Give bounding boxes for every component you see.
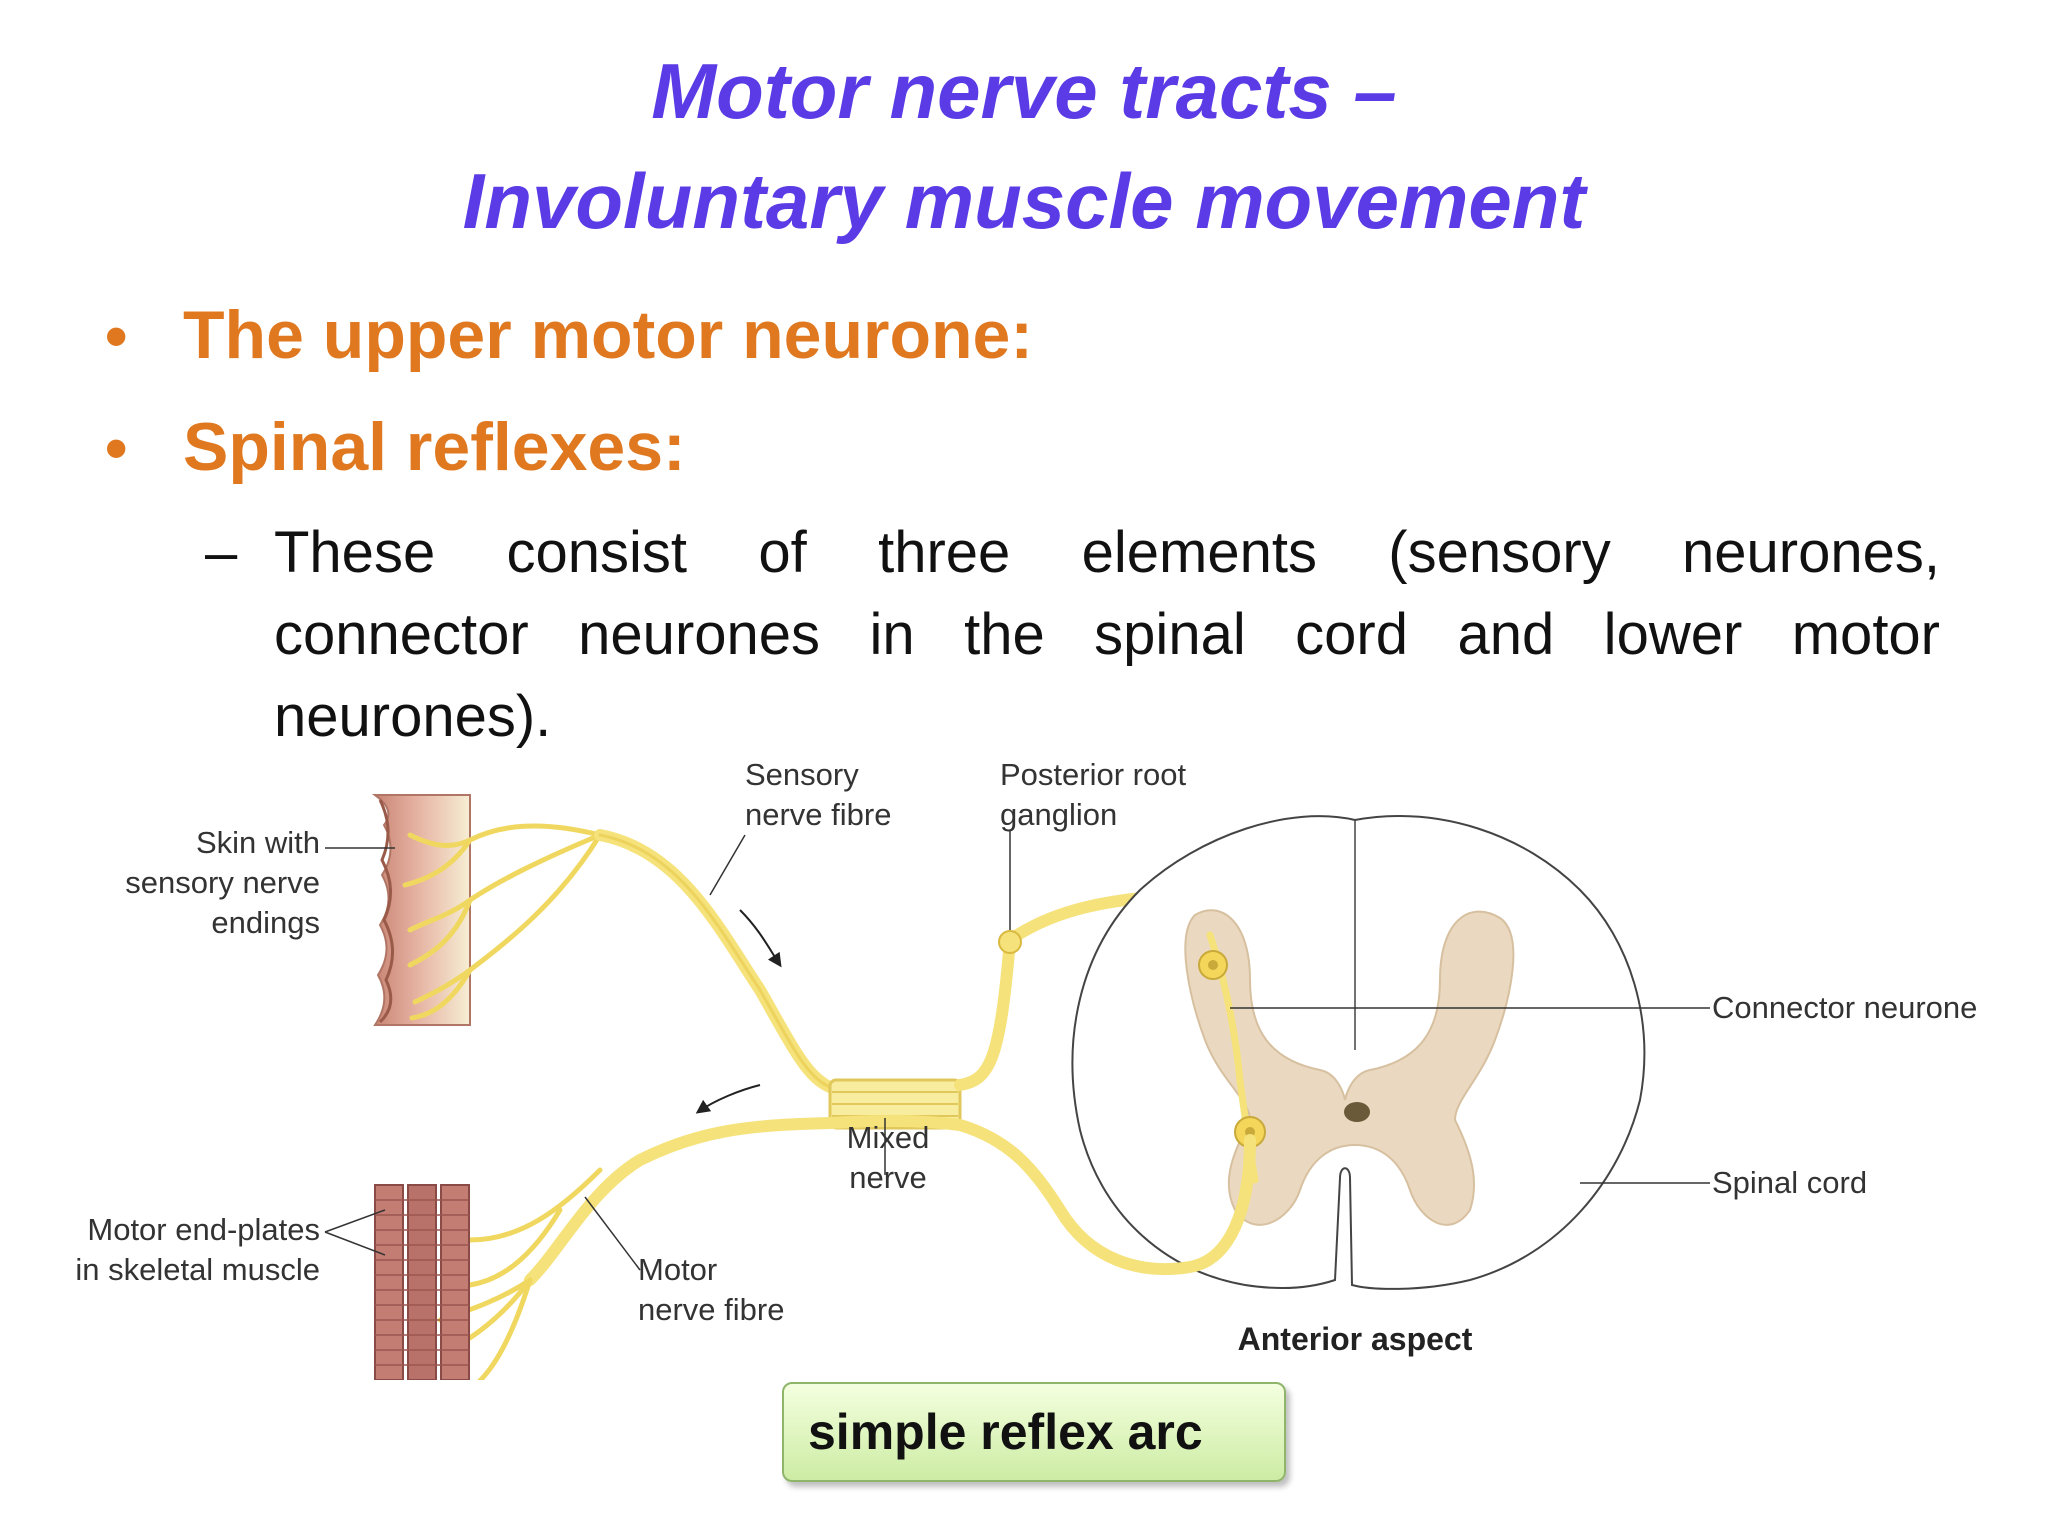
bullet-text: Spinal reflexes: [183,409,686,485]
sensory-nerve-endings [402,823,603,1021]
label-skin-line2: sensory nerve [125,865,320,900]
sub-bullet-marker: – [205,520,238,585]
caption-text: simple reflex arc [808,1404,1203,1460]
bullet-text: The upper motor neurone: [183,297,1033,373]
motor-nerve-fibre [524,1114,1256,1286]
label-sensory-fibre-line2: nerve fibre [745,797,891,832]
sensory-direction-arrow [739,909,782,968]
sub-bullet-text: These consist of three elements (sensory… [274,520,1940,749]
label-motor-endplates-line2: in skeletal muscle [75,1252,320,1287]
label-skin-line3: endings [211,905,320,940]
slide-title-line1: Motor nerve tracts – [651,47,1397,135]
spinal-cord-section [1071,815,1646,1290]
caption-box: simple reflex arc [782,1382,1286,1482]
skin-tissue [371,794,471,1026]
label-spinal-cord: Spinal cord [1712,1165,1867,1200]
label-anterior-aspect: Anterior aspect [1238,1321,1473,1357]
bullet-marker: • [105,412,128,484]
label-posterior-root-line1: Posterior root [1000,757,1186,792]
motor-direction-arrow [695,1084,761,1114]
leader-lines [324,830,1710,1271]
central-canal [1344,1102,1370,1122]
label-mixed-nerve-line2: nerve [849,1160,927,1195]
bullet-spinal-reflexes: • Spinal reflexes: [105,402,686,493]
label-connector-neurone: Connector neurone [1712,990,1977,1025]
motor-endplate-branches [437,1167,603,1380]
label-mixed-nerve-line1: Mixed [847,1120,930,1155]
label-motor-endplates-line1: Motor end-plates [87,1212,320,1247]
label-skin-line1: Skin with [196,825,320,860]
label-motor-fibre-line2: nerve fibre [638,1292,784,1327]
label-sensory-fibre-line1: Sensory [745,757,859,792]
reflex-arc-diagram: Skin with sensory nerve endings Sensory … [75,757,1977,1380]
posterior-root-ganglion [998,930,1022,954]
label-posterior-root-line2: ganglion [1000,797,1117,832]
label-motor-fibre-line1: Motor [638,1252,717,1287]
slide-title-line2: Involuntary muscle movement [462,157,1586,245]
bullet-marker: • [105,300,128,372]
skeletal-muscle [374,1184,470,1380]
bullet-upper-motor-neurone: • The upper motor neurone: [105,290,1033,381]
